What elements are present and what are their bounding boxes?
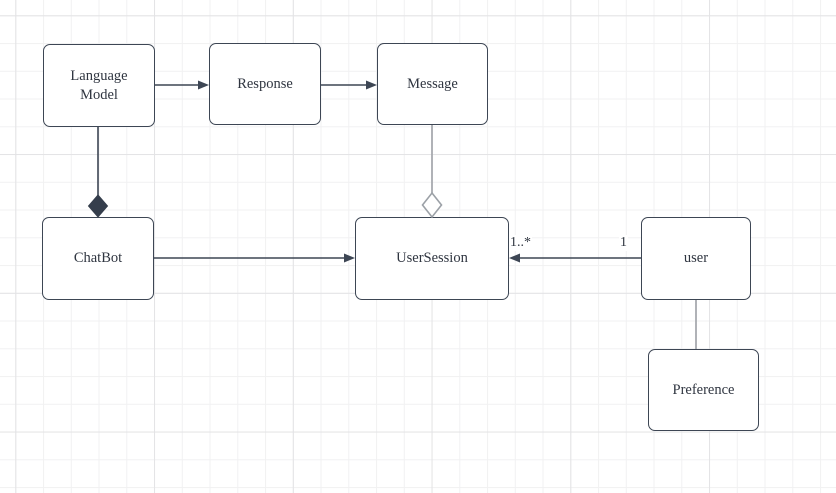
hollow-diamond-icon (421, 191, 443, 219)
edge-language-model-chatbot-composition[interactable] (87, 127, 109, 218)
edge-chatbot-usersession[interactable] (154, 253, 355, 263)
edge-user-usersession[interactable] (509, 253, 641, 263)
arrowhead-icon (344, 253, 355, 263)
edge-language-model-response[interactable] (155, 80, 209, 90)
multiplicity-label-target[interactable]: 1..* (509, 235, 532, 251)
node-response[interactable]: Response (209, 43, 321, 125)
node-response-label: Response (237, 75, 293, 92)
filled-diamond-icon (87, 194, 109, 218)
arrowhead-icon (366, 80, 377, 90)
node-message[interactable]: Message (377, 43, 488, 125)
node-preference[interactable]: Preference (648, 349, 759, 431)
node-usersession-label: UserSession (396, 250, 468, 267)
edge-response-message[interactable] (321, 80, 377, 90)
node-message-label: Message (407, 75, 458, 92)
node-user[interactable]: user (641, 217, 751, 300)
node-language-model-label: Language Model (70, 68, 128, 103)
node-user-label: user (683, 250, 709, 267)
node-chatbot[interactable]: ChatBot (42, 217, 154, 300)
node-language-model[interactable]: Language Model (43, 44, 155, 127)
node-chatbot-label: ChatBot (73, 250, 123, 267)
edge-message-usersession-aggregation[interactable] (421, 125, 443, 219)
node-usersession[interactable]: UserSession (355, 217, 509, 300)
multiplicity-label-source[interactable]: 1 (619, 235, 628, 251)
node-preference-label: Preference (672, 381, 735, 398)
arrowhead-icon (509, 253, 520, 263)
arrowhead-icon (198, 80, 209, 90)
